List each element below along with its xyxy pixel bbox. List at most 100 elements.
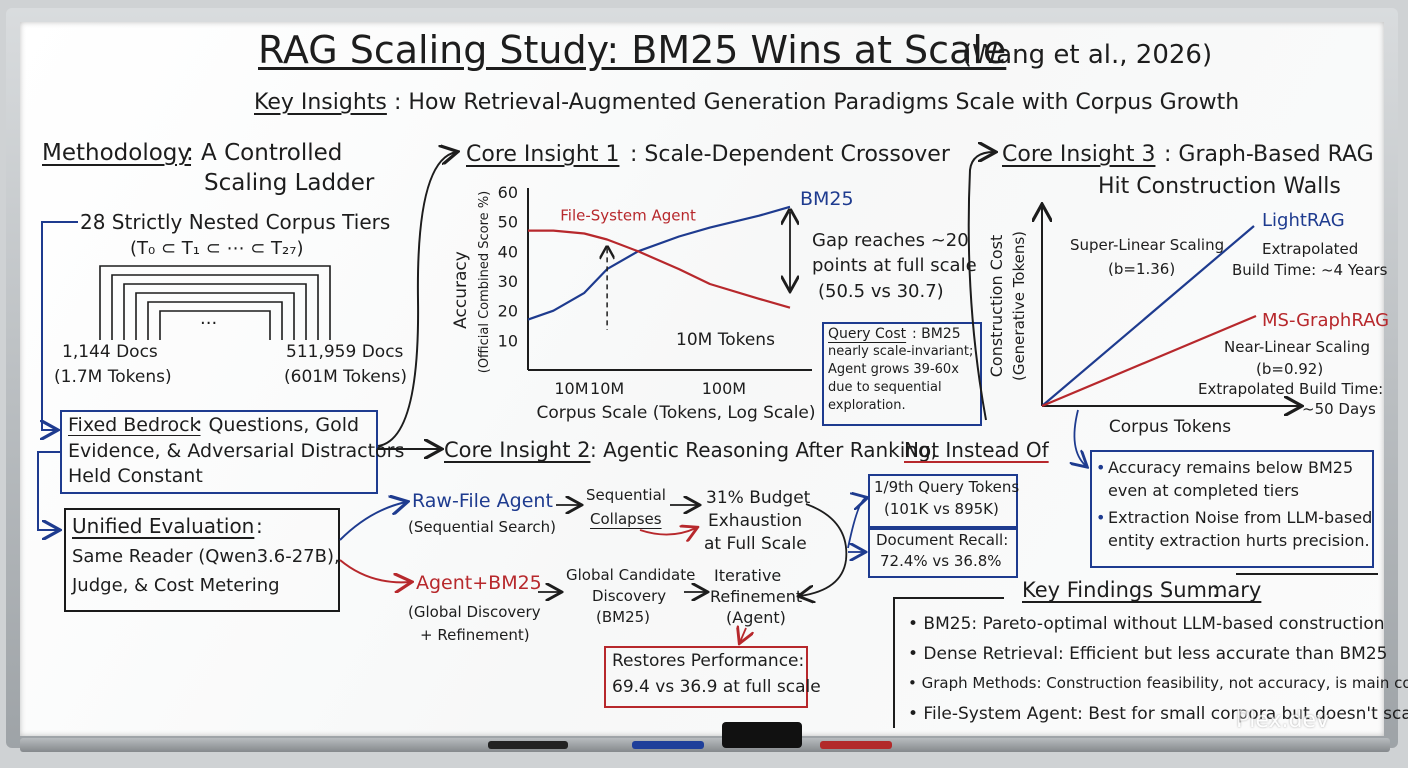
- chart2-series-label: MS-GraphRAG: [1262, 310, 1389, 331]
- tier-outline: [147, 301, 283, 340]
- insight1-rest: : Scale-Dependent Crossover: [630, 142, 950, 167]
- bedrock-label: Fixed Bedrock: [68, 414, 201, 436]
- tiers-notation: (T₀ ⊂ T₁ ⊂ ⋯ ⊂ T₂₇): [130, 238, 304, 259]
- restores-box: [604, 646, 808, 708]
- chart2-series-note: (b=0.92): [1256, 360, 1323, 378]
- subtitle-label: Key Insights: [254, 90, 387, 115]
- tier-outline: [135, 292, 295, 340]
- insight2-rest: : Agentic Reasoning After Ranking,: [590, 438, 938, 462]
- iterative-2: Refinement: [710, 587, 803, 606]
- raw-file-agent: Raw-File Agent: [412, 490, 553, 512]
- chart2-series-line: [1041, 314, 1257, 408]
- recall-line2: 72.4% vs 36.8%: [880, 552, 1002, 570]
- methodology-heading: Methodology: [42, 140, 192, 166]
- chart1-y-tick: 50: [498, 213, 518, 232]
- agent-bm25-sub2: + Refinement): [420, 626, 530, 644]
- chart1-x-tick: 10M: [554, 379, 588, 398]
- largest-tier-tokens: (601M Tokens): [284, 367, 408, 387]
- evaluation-colon: :: [256, 514, 263, 538]
- eraser[interactable]: [722, 722, 802, 748]
- graph-notes-box: [1090, 450, 1374, 568]
- findings-heading: Key Findings Summary: [1022, 578, 1262, 602]
- gap-line1: Gap reaches ~20: [812, 230, 969, 251]
- arrow-to-insight3: [967, 152, 994, 421]
- sequential-label: Sequential: [586, 486, 666, 504]
- chart1-x-label: Corpus Scale (Tokens, Log Scale): [536, 403, 815, 423]
- arrow-collapse: [639, 528, 696, 535]
- query-cost-box: [822, 322, 982, 426]
- tier-outline: [159, 310, 271, 340]
- chart1-y-tick: 30: [498, 272, 518, 291]
- chart1-series-label: BM25: [800, 188, 854, 210]
- chart2-extrapolated: Build Time: ~4 Years: [1232, 261, 1388, 279]
- evaluation-line3: Judge, & Cost Metering: [72, 575, 280, 596]
- chart1-x-tick: 10M: [590, 379, 624, 398]
- bedrock-line3: Held Constant: [68, 465, 203, 487]
- chart1-x-tick: 100M: [702, 379, 746, 398]
- evaluation-label: Unified Evaluation: [72, 514, 255, 538]
- chart1-y-tick: 40: [498, 242, 518, 261]
- chart2-extrapolated: Extrapolated Build Time:: [1198, 380, 1383, 398]
- methodology-heading-rest: : A Controlled: [186, 140, 343, 166]
- global-discovery-2: Discovery: [592, 587, 667, 605]
- chart2-series-note: Super-Linear Scaling: [1070, 236, 1224, 254]
- note2-line2: entity extraction hurts precision.: [1108, 531, 1370, 550]
- chart1-y-label-main: Accuracy: [451, 251, 471, 329]
- gap-line3: (50.5 vs 30.7): [818, 281, 944, 302]
- chart2-series-note: Near-Linear Scaling: [1224, 338, 1370, 356]
- chart2-series-note: (b=1.36): [1108, 260, 1175, 278]
- recall-line1: Document Recall:: [876, 531, 1009, 549]
- restores-line2: 69.4 vs 36.9 at full scale: [612, 677, 821, 697]
- query-cost-line5: exploration.: [828, 398, 906, 413]
- citation: (Wang et al., 2026): [962, 40, 1213, 70]
- largest-tier-docs: 511,959 Docs: [286, 342, 404, 362]
- blue-marker[interactable]: [632, 741, 704, 749]
- subtitle-text: : How Retrieval-Augmented Generation Par…: [394, 90, 1240, 115]
- note1-line2: even at completed tiers: [1108, 481, 1299, 500]
- arrow-to-graph-notes: [1074, 409, 1086, 466]
- insight3-label: Core Insight 3: [1002, 142, 1156, 167]
- black-marker[interactable]: [488, 741, 568, 749]
- chart2-x-label: Corpus Tokens: [1109, 417, 1231, 437]
- tier-outline: [111, 274, 319, 340]
- recall-box: [868, 528, 1018, 578]
- note2-line1: Extraction Noise from LLM-based: [1108, 508, 1373, 527]
- note1-line1: Accuracy remains below BM25: [1108, 458, 1354, 477]
- insight3-rest: : Graph-Based RAG: [1164, 142, 1374, 167]
- smallest-tier-docs: 1,144 Docs: [62, 342, 158, 362]
- agent-bm25-sub1: (Global Discovery: [408, 603, 541, 621]
- collapses-label: Collapses: [590, 510, 662, 528]
- arrow-to-agent-bm25: [339, 559, 410, 582]
- watermark: Plex.dev: [1236, 708, 1330, 733]
- findings-bracket: [893, 597, 1004, 728]
- query-cost-line1: : BM25: [912, 326, 961, 342]
- red-marker[interactable]: [820, 741, 892, 749]
- restores-line1: Restores Performance:: [612, 651, 805, 671]
- chart2-series-label: LightRAG: [1262, 210, 1345, 231]
- query-cost-label: Query Cost: [828, 326, 907, 342]
- methodology-heading-line2: Scaling Ladder: [204, 170, 375, 196]
- chart1-series-line: [528, 229, 791, 309]
- tier-ellipsis: ...: [200, 308, 218, 329]
- query-cost-line4: due to sequential: [828, 380, 942, 395]
- iterative-3: (Agent): [726, 608, 786, 627]
- finding-item: • File-System Agent: Best for small corp…: [908, 704, 1408, 724]
- chart2-y-label-main: Construction Cost: [987, 235, 1006, 378]
- insight2-label: Core Insight 2: [444, 438, 591, 462]
- finding-item: • Graph Methods: Construction feasibilit…: [908, 674, 1408, 692]
- budget-line2: Exhaustion: [708, 511, 803, 531]
- chart2-extrapolated: Extrapolated: [1262, 240, 1358, 258]
- gap-line2: points at full scale: [812, 255, 977, 276]
- bedrock-box: [60, 410, 378, 494]
- finding-item: • BM25: Pareto-optimal without LLM-based…: [908, 614, 1385, 634]
- tier-outline: [99, 265, 331, 340]
- arrow-budget-loop: [800, 503, 848, 596]
- global-discovery-1: Global Candidate: [566, 566, 696, 584]
- insight3-line2: Hit Construction Walls: [1098, 174, 1341, 199]
- iterative-1: Iterative: [714, 566, 782, 585]
- bedrock-line1: : Questions, Gold: [196, 414, 360, 436]
- chart2-y-label-sub: (Generative Tokens): [1010, 231, 1028, 381]
- global-discovery-3: (BM25): [596, 608, 651, 626]
